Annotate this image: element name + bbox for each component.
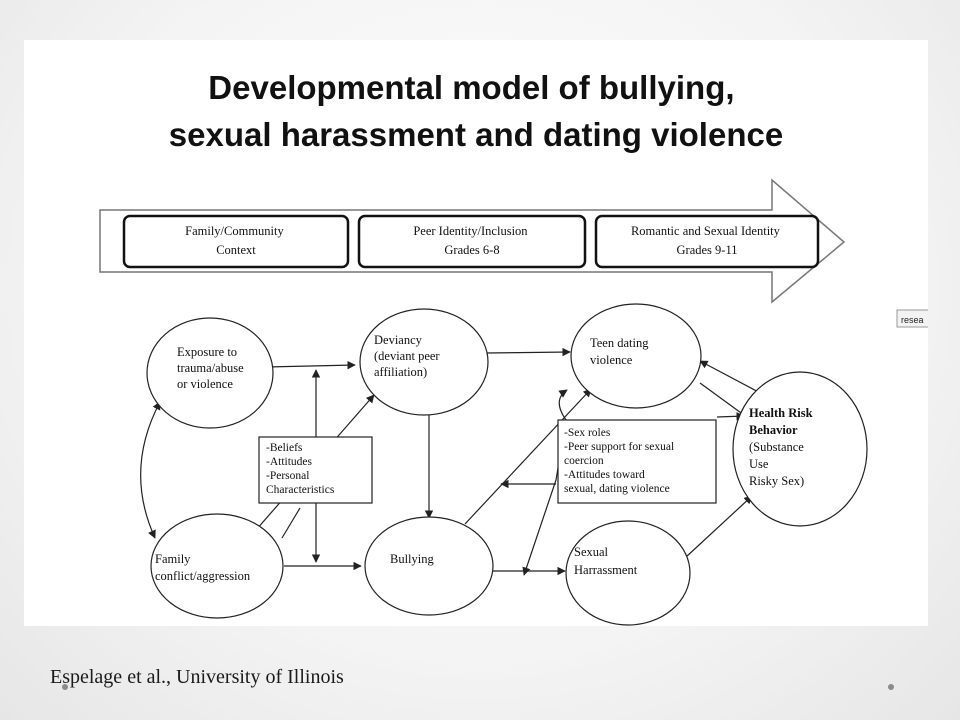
node-family-conflict: Family conflict/aggression — [150, 513, 284, 619]
citation: Espelage et al., University of Illinois — [50, 666, 344, 688]
stage-family-community: Family/Community Context — [122, 214, 350, 269]
svg-text:Deviancy (deviant peer: Deviancy (deviant peer affiliation) — [374, 333, 443, 379]
svg-text:Family conflict/aggressi: Family conflict/aggression — [155, 552, 251, 583]
node-bullying: Bullying — [364, 516, 494, 616]
corner-dot-right — [888, 684, 894, 690]
svg-text:Health Risk Behavior: Health Risk Behavior (Substance Use Risk… — [749, 406, 816, 488]
corner-dot-left — [62, 684, 68, 690]
edge-harassment-health — [685, 495, 753, 558]
svg-text:Sexual Harrassment: Sexual Harrassment — [574, 545, 638, 577]
slide-title: Developmental model of bullying, sexual … — [169, 69, 783, 153]
node-health-risk-behavior: Health Risk Behavior (Substance Use Risk… — [732, 371, 868, 527]
node-deviancy: Deviancy (deviant peer affiliation) — [359, 308, 489, 416]
svg-text:Teen dating violence: Teen dating violence — [590, 336, 652, 367]
node-teen-dating-violence: Teen dating violence — [570, 303, 702, 409]
developmental-model-diagram: Developmental model of bullying, sexual … — [99, 69, 928, 626]
svg-text:Bullying: Bullying — [390, 552, 435, 566]
svg-text:Family/Community Context: Family/Community Context — [185, 224, 287, 257]
edge-exposure-deviancy — [265, 360, 356, 370]
svg-text:Romantic and Sexual Identity: Romantic and Sexual Identity Grades 9-11 — [631, 224, 783, 257]
svg-text:Peer Identity/Inclusion: Peer Identity/Inclusion Grades 6-8 — [413, 224, 530, 257]
edge-deviancy-teen — [485, 347, 571, 357]
svg-text:Exposure to trauma/abuse: Exposure to trauma/abuse or violence — [177, 345, 247, 391]
slide-panel: Developmental model of bullying, sexual … — [24, 40, 928, 626]
svg-text:-Beliefs -Attitudes: -Beliefs -Attitudes -Personal Characteri… — [266, 442, 335, 496]
node-sexual-harassment: Sexual Harrassment — [565, 520, 691, 626]
svg-text:-Sex roles -Peer support: -Sex roles -Peer support for sexual coer… — [564, 427, 677, 495]
node-exposure: Exposure to trauma/abuse or violence — [146, 317, 274, 429]
edge-exposure-family-conflict — [140, 401, 161, 539]
svg-text:resea: resea — [901, 315, 924, 325]
edge-family-beliefs — [281, 507, 301, 539]
stage-romantic-sexual-identity: Romantic and Sexual Identity Grades 9-11 — [594, 214, 820, 269]
box-sex-roles: -Sex roles -Peer support for sexual coer… — [557, 419, 717, 504]
research-tag: resea — [896, 309, 928, 328]
box-beliefs-attitudes: -Beliefs -Attitudes -Personal Characteri… — [258, 436, 373, 504]
stage-peer-identity: Peer Identity/Inclusion Grades 6-8 — [357, 214, 587, 269]
edge-health-teen-2 — [699, 360, 767, 397]
